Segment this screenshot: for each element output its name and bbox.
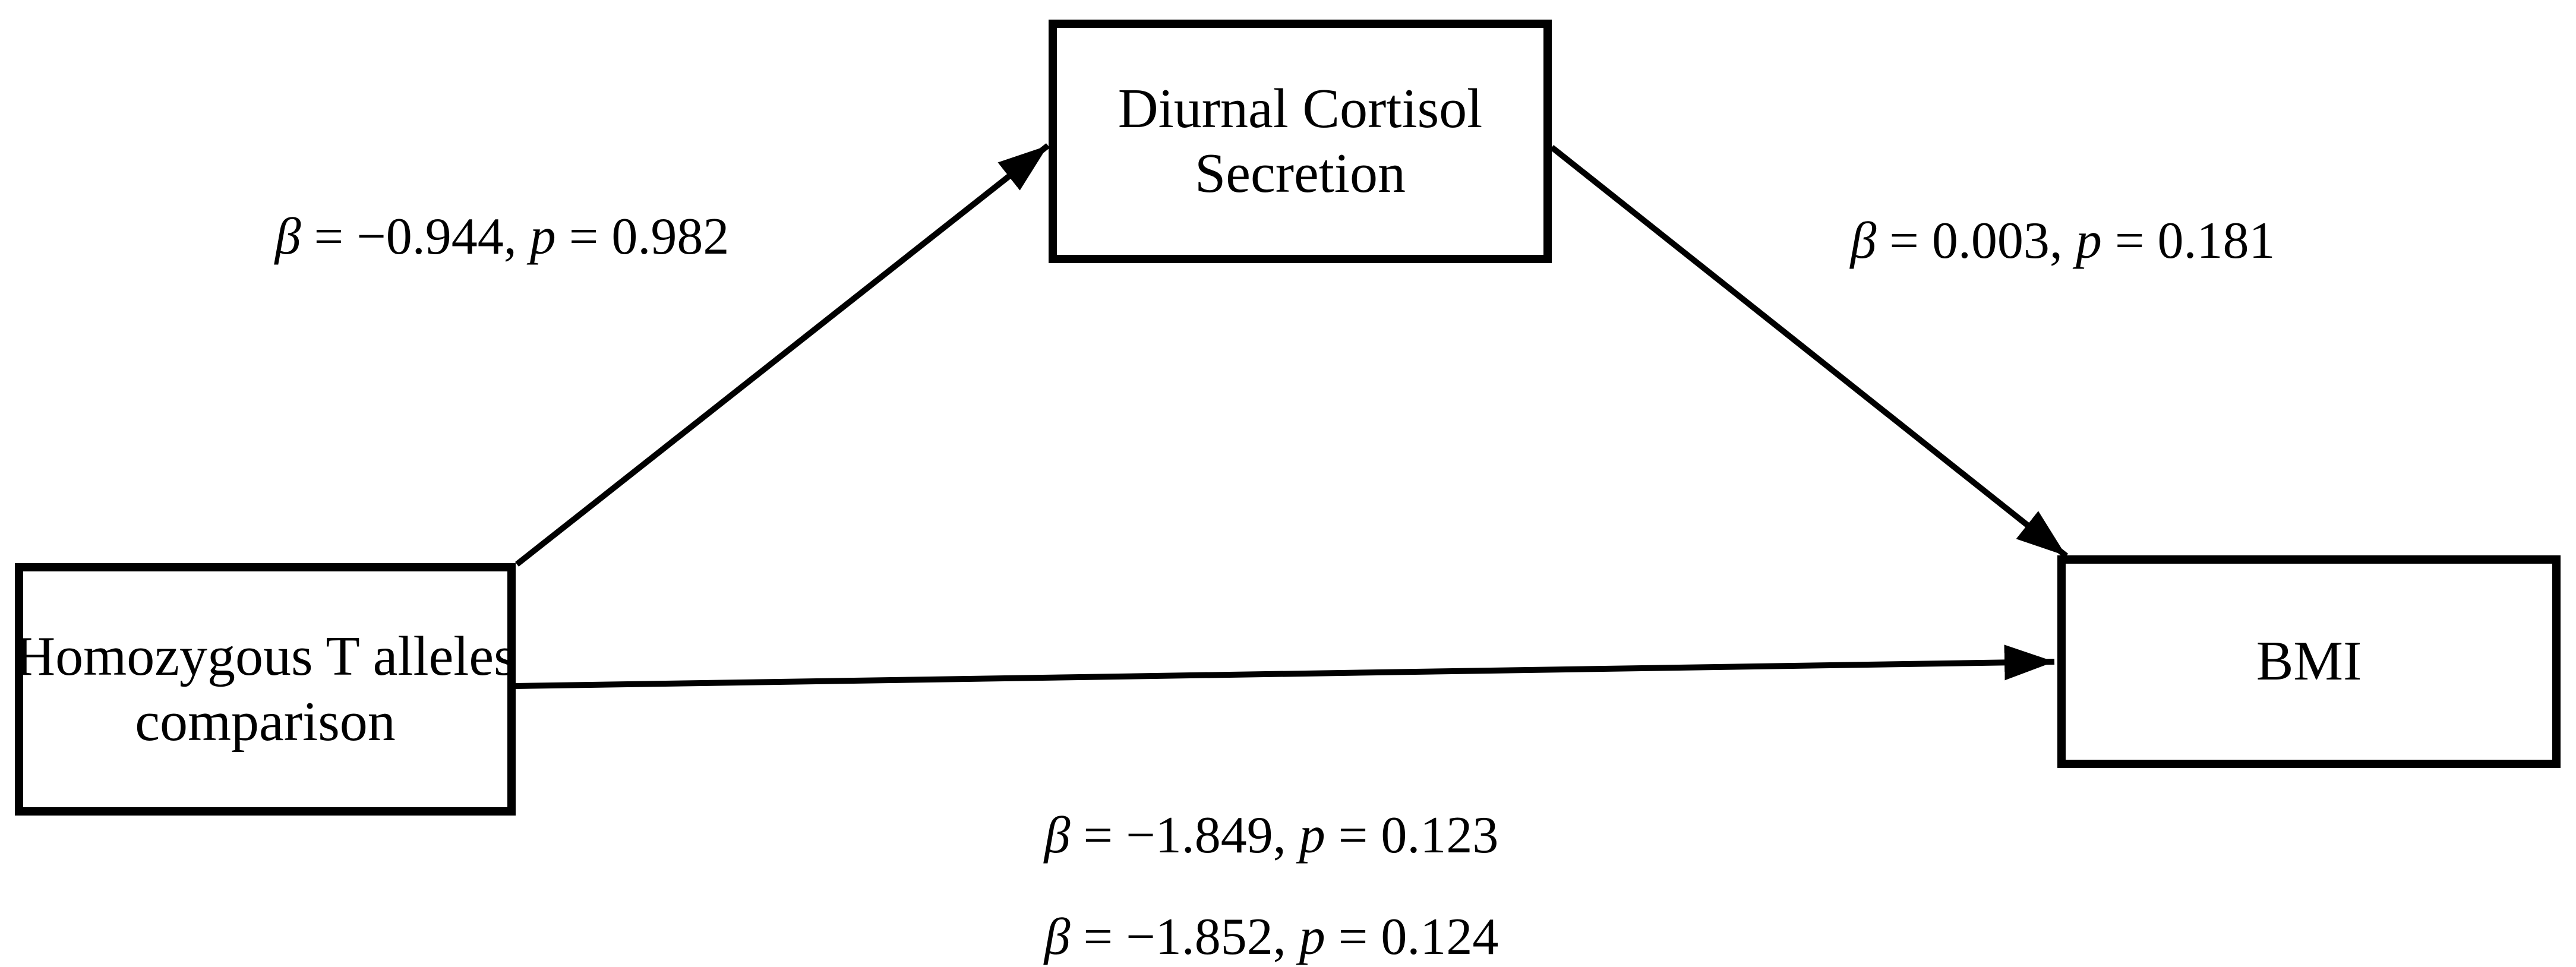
node-mediator: Diurnal Cortisol Secretion (1049, 20, 1552, 263)
beta-value: = 0.003, (1876, 212, 2076, 270)
node-predictor: Homozygous T alleles comparison (15, 563, 516, 816)
beta-symbol: β (1044, 807, 1071, 864)
p-value: = 0.982 (555, 208, 730, 266)
node-mediator-label-line2: Secretion (1195, 143, 1406, 204)
beta-value: = −1.849, (1070, 807, 1299, 864)
p-value: = 0.181 (2101, 212, 2275, 270)
p-value: = 0.124 (1325, 908, 1499, 966)
node-mediator-label-line1: Diurnal Cortisol (1117, 77, 1483, 140)
path-c-coefficient-label-line2: β = −1.852, p = 0.124 (992, 908, 1551, 967)
arrow-mediator-to-outcome (1549, 145, 2069, 558)
node-outcome: BMI (2057, 555, 2561, 768)
p-symbol: p (2075, 212, 2102, 270)
node-outcome-label: BMI (2256, 630, 2362, 693)
beta-value: = −0.944, (301, 208, 530, 266)
p-symbol: p (1299, 807, 1325, 864)
arrow-predictor-to-mediator (514, 143, 1050, 567)
beta-symbol: β (1850, 212, 1877, 270)
node-predictor-label-line2: comparison (135, 690, 396, 753)
p-symbol: p (529, 208, 556, 266)
path-a-coefficient-label: β = −0.944, p = 0.982 (229, 208, 775, 267)
beta-symbol: β (1044, 908, 1071, 966)
p-symbol: p (1299, 908, 1325, 966)
p-value: = 0.123 (1325, 807, 1499, 864)
path-c-coefficient-label-line1: β = −1.849, p = 0.123 (992, 807, 1551, 865)
beta-value: = −1.852, (1070, 908, 1299, 966)
arrow-predictor-to-outcome (515, 644, 2055, 689)
path-b-coefficient-label: β = 0.003, p = 0.181 (1789, 212, 2336, 271)
beta-symbol: β (274, 208, 301, 266)
node-predictor-label-line1: Homozygous T alleles (15, 625, 516, 688)
